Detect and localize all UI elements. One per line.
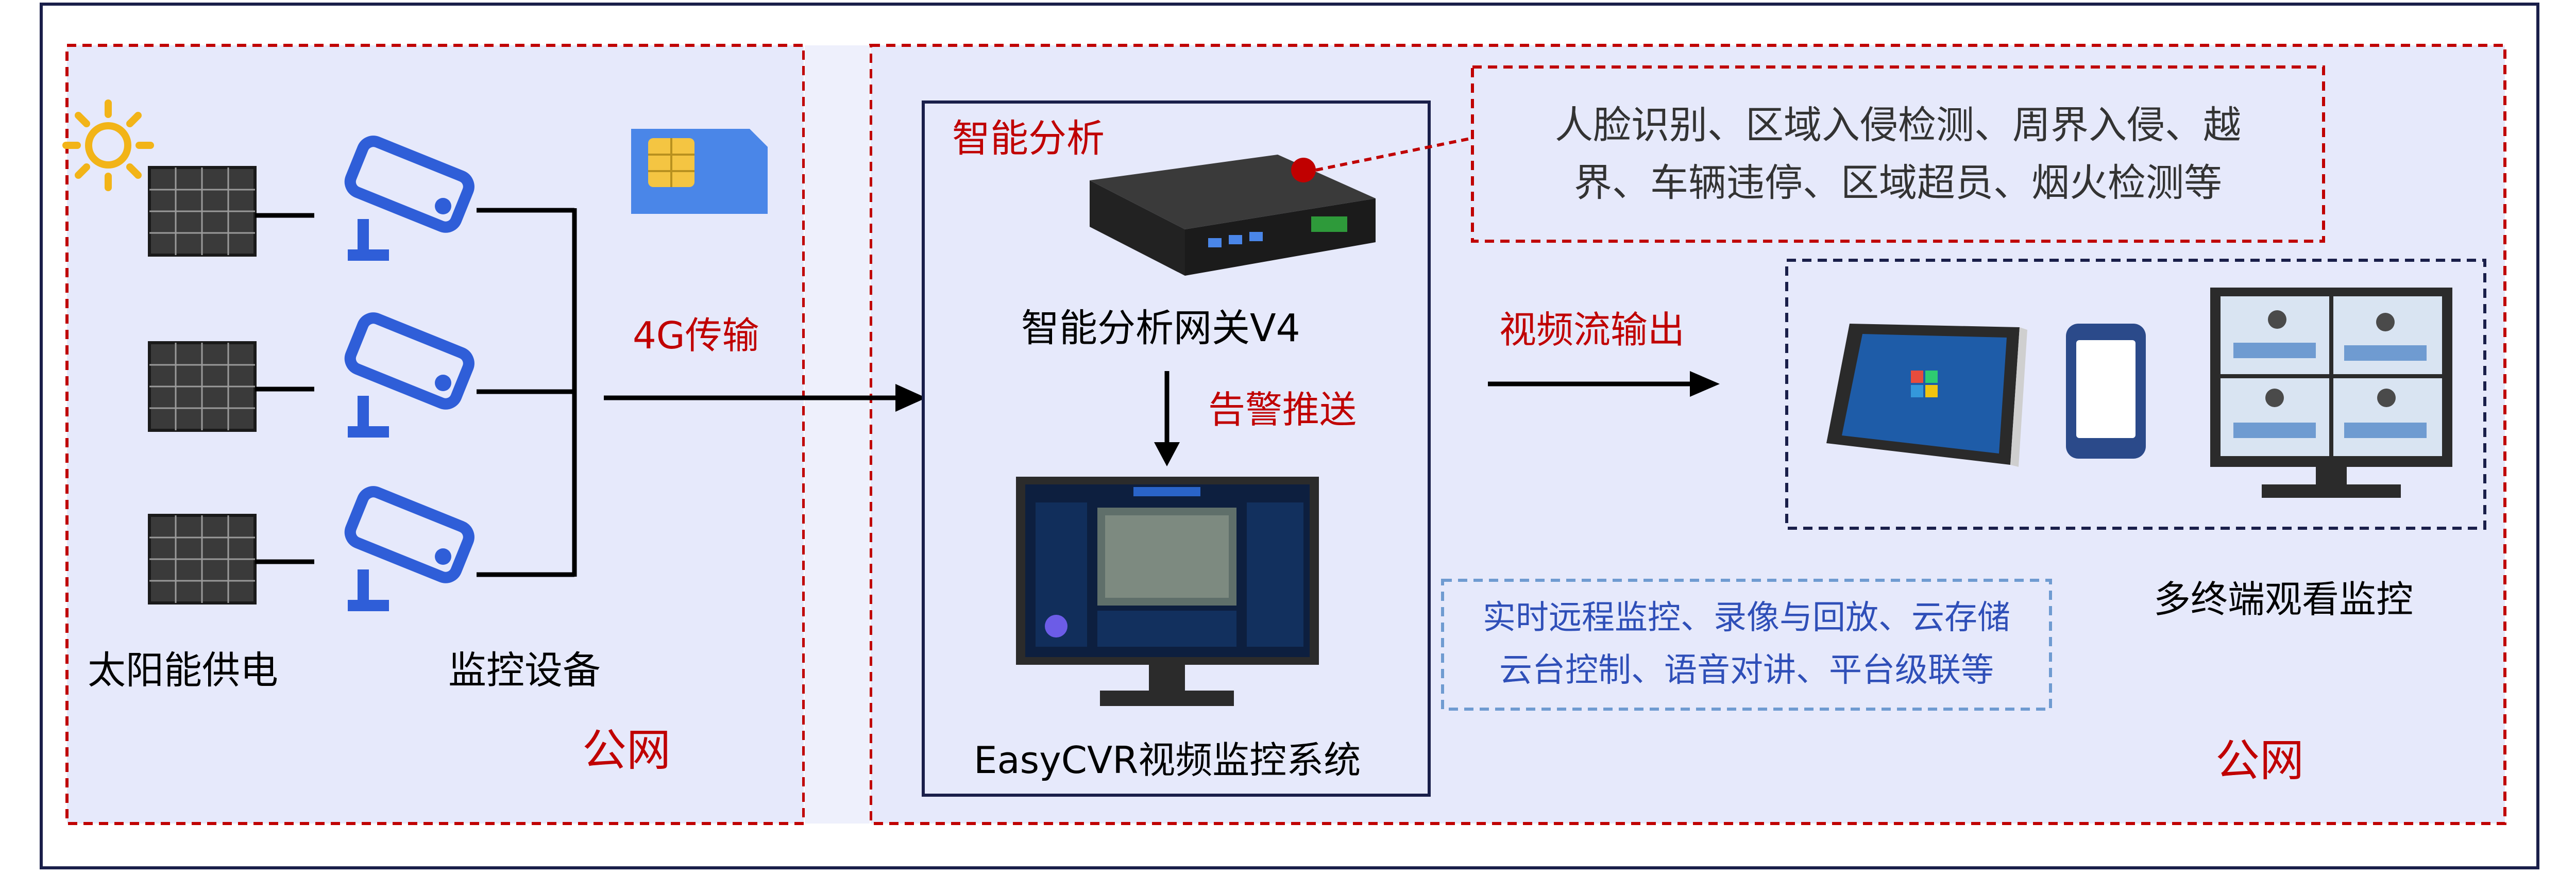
camera-icon: [344, 312, 474, 438]
analysis-leader-line: [1315, 137, 1473, 172]
camera-bus: [477, 208, 577, 577]
analysis-features-box: [1471, 65, 2325, 243]
stream-label: 视频流输出: [1499, 308, 1685, 351]
sim-card-icon: [631, 129, 768, 214]
analysis-features-line2: 界、车辆违停、区域超员、烟火检测等: [1574, 161, 2222, 205]
camera-icon: [344, 136, 474, 261]
gateway-section-title: 智能分析: [952, 116, 1105, 161]
platform-label: EasyCVR视频监控系统: [974, 738, 1361, 782]
transport-label: 4G传输: [633, 314, 759, 357]
tablet-icon: [1826, 324, 2027, 467]
alarm-label: 告警推送: [1208, 388, 1357, 431]
solar-panel-icon: [148, 514, 257, 604]
analysis-features-line1: 人脸识别、区域入侵检测、周界入侵、越: [1555, 103, 2241, 147]
4g-transport-arrow: [604, 384, 926, 412]
sun-icon: [62, 99, 154, 191]
functions-line1: 实时远程监控、录像与回放、云存储: [1483, 599, 2010, 637]
multi-view-monitor-icon: [2210, 288, 2452, 498]
platform-functions-box: [1441, 579, 2052, 711]
easycvr-monitor-icon: [1016, 477, 1319, 706]
solar-panel-icon: [148, 166, 257, 257]
gateway-device-label: 智能分析网关V4: [1021, 306, 1300, 350]
left-network-label: 公网: [582, 725, 671, 776]
phone-icon: [2066, 324, 2146, 459]
right-network-label: 公网: [2215, 735, 2304, 786]
panel-gap: [805, 45, 870, 824]
analysis-marker-icon: [1291, 158, 1316, 182]
terminals-label: 多终端观看监控: [2154, 578, 2413, 621]
solar-panel-icon: [148, 341, 257, 432]
solar-label: 太阳能供电: [88, 648, 278, 693]
camera-icon: [344, 486, 474, 611]
camera-label: 监控设备: [448, 648, 601, 693]
video-stream-arrow: [1488, 371, 1720, 397]
functions-line2: 云台控制、语音对讲、平台级联等: [1499, 651, 1994, 690]
alarm-push-arrow: [1154, 371, 1180, 466]
power-connector: [255, 213, 314, 564]
